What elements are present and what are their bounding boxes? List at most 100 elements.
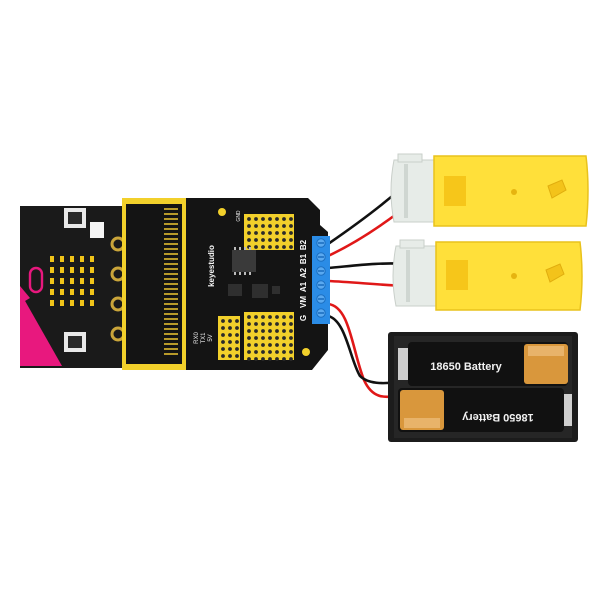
- led: [70, 256, 74, 262]
- led: [60, 300, 64, 306]
- slot-pin: [164, 303, 178, 305]
- header-pin: [254, 357, 258, 361]
- header-pin: [268, 238, 272, 242]
- header-pin: [247, 224, 251, 228]
- slot-pin: [164, 243, 178, 245]
- header-pin: [261, 329, 265, 333]
- terminal-labels: G VM A1 A2 B1 B2: [299, 239, 308, 321]
- header-pin: [261, 224, 265, 228]
- header-pin: [268, 224, 272, 228]
- uart-label-5v: 5V: [208, 334, 214, 341]
- header-pin: [254, 231, 258, 235]
- led: [90, 278, 94, 284]
- header-pin: [235, 333, 239, 337]
- slot-pin: [164, 223, 178, 225]
- header-pin: [282, 336, 286, 340]
- gnd-label: GND: [236, 210, 242, 222]
- microbit-button-a: [64, 208, 86, 228]
- header-pin: [221, 347, 225, 351]
- header-pin: [282, 217, 286, 221]
- component-regulator: [228, 284, 242, 296]
- header-pin: [247, 322, 251, 326]
- uart-label-tx: TX1: [201, 332, 207, 344]
- header-pin: [289, 336, 293, 340]
- slot-pin: [164, 338, 178, 340]
- header-pin: [254, 315, 258, 319]
- slot-pin: [164, 228, 178, 230]
- header-pin: [268, 231, 272, 235]
- terminal-screw-slot: [318, 256, 324, 258]
- gear-motor-2: [392, 239, 583, 311]
- microbit-chip-label: [90, 222, 104, 238]
- terminal-screw-slot: [318, 270, 324, 272]
- header-pin: [254, 336, 258, 340]
- led: [60, 267, 64, 273]
- header-pin: [282, 329, 286, 333]
- led: [50, 278, 54, 284]
- header-pin: [282, 224, 286, 228]
- header-pin: [275, 322, 279, 326]
- wire-battery-black: [326, 314, 398, 385]
- led: [50, 300, 54, 306]
- header-pin: [261, 343, 265, 347]
- header-pin: [228, 347, 232, 351]
- header-pin: [247, 238, 251, 242]
- header-pin: [261, 336, 265, 340]
- header-pin: [254, 343, 258, 347]
- terminal-label-vm: VM: [299, 296, 308, 308]
- header-pin: [268, 322, 272, 326]
- header-pin: [235, 354, 239, 358]
- slot-pin: [164, 308, 178, 310]
- header-pin: [254, 238, 258, 242]
- led: [70, 278, 74, 284]
- slot-pin: [164, 313, 178, 315]
- led: [50, 256, 54, 262]
- slot-pins: [164, 208, 178, 355]
- header-pin: [254, 350, 258, 354]
- header-pin: [235, 340, 239, 344]
- slot-pin: [164, 343, 178, 345]
- header-pin: [282, 238, 286, 242]
- header-pin: [254, 217, 258, 221]
- uart-label-rx: RX0: [194, 332, 200, 344]
- header-pin: [221, 326, 225, 330]
- slot-pin: [164, 353, 178, 355]
- motor2-can-stripe: [406, 250, 410, 302]
- header-pin: [268, 343, 272, 347]
- header-pin: [254, 329, 258, 333]
- header-pin: [221, 333, 225, 337]
- slot-pin: [164, 268, 178, 270]
- motor1-can: [390, 159, 441, 223]
- header-pin: [289, 350, 293, 354]
- slot-pin: [164, 273, 178, 275]
- header-pin: [247, 231, 251, 235]
- header-pin: [268, 357, 272, 361]
- led: [70, 300, 74, 306]
- header-pin: [261, 315, 265, 319]
- header-pin: [254, 245, 258, 249]
- motor1-output-shaft: [547, 179, 567, 199]
- header-pin: [247, 336, 251, 340]
- header-pin: [275, 238, 279, 242]
- slot-pin: [164, 333, 178, 335]
- header-pin: [275, 224, 279, 228]
- slot-pin: [164, 328, 178, 330]
- microbit-pink-accent: [20, 292, 62, 366]
- header-pin: [289, 238, 293, 242]
- battery-cell-bottom: 18650 Battery: [398, 388, 572, 432]
- header-pin: [282, 315, 286, 319]
- driver-chip: [232, 247, 256, 275]
- header-pin: [268, 217, 272, 221]
- header-pin: [268, 336, 272, 340]
- led-matrix: [50, 256, 94, 306]
- led: [90, 289, 94, 295]
- motor-shield: keyestudio TX1 5V RX0 GND G VM A1 A2 B1 …: [122, 198, 330, 370]
- led: [60, 278, 64, 284]
- header-pin: [275, 350, 279, 354]
- motor2-can: [392, 245, 443, 307]
- slot-pin: [164, 288, 178, 290]
- battery-holder: 18650 Battery 18650 Battery: [388, 332, 578, 442]
- led: [90, 300, 94, 306]
- led: [60, 289, 64, 295]
